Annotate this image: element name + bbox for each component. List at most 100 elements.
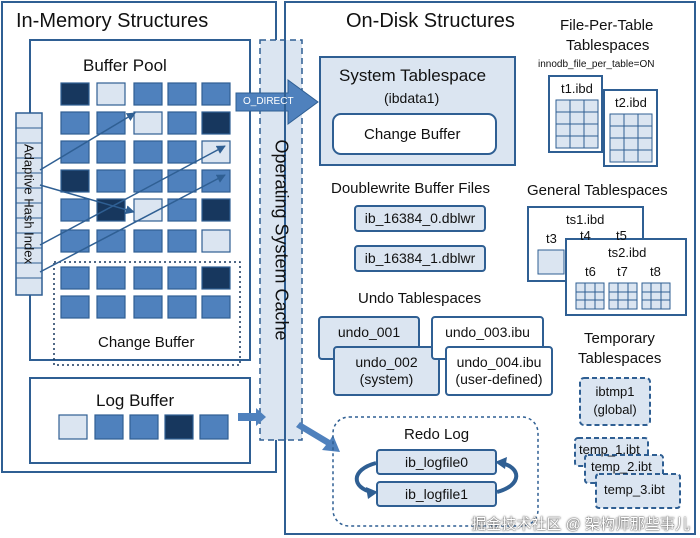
t7-label: t7 (617, 264, 628, 279)
buffer-page (201, 169, 231, 193)
log-buffer-title: Log Buffer (96, 391, 175, 410)
logfile0-box: ib_logfile0 (376, 449, 497, 475)
general-tablespaces-title: General Tablespaces (527, 182, 668, 199)
buffer-page (133, 169, 163, 193)
file-per-table-title-1: File-Per-Table (560, 17, 654, 34)
redo-log-title: Redo Log (404, 426, 470, 443)
log-buffer-pages (58, 414, 229, 440)
buffer-page (133, 111, 163, 135)
log-buffer-page (164, 414, 194, 440)
buffer-page (201, 266, 231, 290)
ibtmp1-box (579, 377, 651, 426)
buffer-page (96, 111, 126, 135)
dblwr-0-file: ib_16384_0.dblwr (354, 205, 486, 232)
buffer-page (133, 295, 163, 319)
buffer-pool-pages (60, 82, 231, 319)
buffer-page (96, 169, 126, 193)
buffer-page (201, 111, 231, 135)
buffer-page (60, 266, 90, 290)
undo-002-label: undo_002 (355, 354, 418, 371)
buffer-page (167, 295, 197, 319)
buffer-page (167, 229, 197, 253)
redo-cycle-arrowhead-right (495, 457, 507, 469)
table-grid-icon (575, 282, 605, 310)
undo-004-sub: (user-defined) (455, 371, 543, 387)
ibdata1-label: (ibdata1) (384, 90, 440, 106)
buffer-page (133, 140, 163, 164)
dblwr-1-file: ib_16384_1.dblwr (354, 245, 486, 272)
ts2-ibd-label: ts2.ibd (608, 245, 647, 260)
buffer-page (167, 198, 197, 222)
os-cache-label: Operating System Cache (271, 139, 292, 341)
innodb-file-per-table-option: innodb_file_per_table=ON (538, 59, 655, 70)
in-memory-title: In-Memory Structures (16, 10, 209, 32)
undo-002-box: undo_002 (system) (333, 346, 440, 396)
on-disk-structures-panel (284, 1, 696, 535)
buffer-page (201, 229, 231, 253)
redo-cycle-arrowhead-left (366, 487, 378, 499)
temp-1-label: temp_1.ibt (579, 442, 640, 457)
buffer-page (201, 295, 231, 319)
disk-change-buffer-box (332, 113, 497, 155)
buffer-page (201, 140, 231, 164)
buffer-page (167, 140, 197, 164)
redo-log-group (332, 416, 539, 527)
file-per-table-files (548, 75, 658, 167)
buffer-page (167, 111, 197, 135)
t1-ibd-label: t1.ibd (561, 81, 593, 96)
memory-change-buffer-region (53, 261, 241, 366)
temp-3-box (595, 473, 681, 509)
table-grid-icon (608, 282, 638, 310)
buffer-page (96, 229, 126, 253)
adaptive-hash-index-label: Adaptive Hash Index (21, 144, 37, 264)
buffer-page (201, 82, 231, 106)
temporary-title-1: Temporary (584, 330, 655, 347)
logfile1-box: ib_logfile1 (376, 481, 497, 507)
buffer-page (60, 82, 90, 106)
buffer-page (60, 169, 90, 193)
t6-label: t6 (585, 264, 596, 279)
t4-label: t4 (580, 228, 591, 243)
doublewrite-title: Doublewrite Buffer Files (331, 180, 490, 197)
buffer-page (201, 198, 231, 222)
buffer-pool-title: Buffer Pool (83, 56, 167, 75)
buffer-page (60, 111, 90, 135)
on-disk-title: On-Disk Structures (346, 10, 515, 32)
buffer-page (133, 229, 163, 253)
memory-change-buffer-label: Change Buffer (98, 334, 195, 351)
temporary-title-2: Tablespaces (578, 350, 662, 367)
buffer-page (60, 140, 90, 164)
undo-004-label: undo_004.ibu (456, 354, 542, 371)
t3-label: t3 (546, 231, 557, 246)
log-buffer-page (94, 414, 124, 440)
undo-002-sub: (system) (359, 371, 414, 387)
watermark: 掘金技术社区 @ 架构师那些事儿 (471, 516, 690, 533)
file-per-table-title-2: Tablespaces (566, 37, 650, 54)
buffer-page (96, 140, 126, 164)
adaptive-hash-index-slots (16, 127, 42, 279)
buffer-page (167, 169, 197, 193)
o-direct-label: O_DIRECT (243, 96, 294, 107)
redo-log-flush-arrow (296, 422, 340, 452)
general-tablespace-files (527, 206, 687, 316)
ibtmp1-sub: (global) (593, 402, 637, 417)
buffer-page (167, 82, 197, 106)
buffer-page (133, 82, 163, 106)
o-direct-arrow (235, 79, 319, 125)
buffer-page (96, 266, 126, 290)
temp-3-label: temp_3.ibt (604, 482, 665, 497)
buffer-page (133, 266, 163, 290)
buffer-page (96, 295, 126, 319)
temp-2-label: temp_2.ibt (591, 459, 652, 474)
log-buffer-page (129, 414, 159, 440)
log-buffer-flush-arrow (238, 408, 266, 426)
buffer-page (167, 266, 197, 290)
buffer-page (96, 82, 126, 106)
ibtmp1-label: ibtmp1 (595, 384, 635, 399)
disk-change-buffer-label: Change Buffer (364, 126, 461, 143)
t8-label: t8 (650, 264, 661, 279)
buffer-page (60, 198, 90, 222)
hash-pointer-arrows (39, 112, 226, 273)
ts1-ibd-label: ts1.ibd (566, 212, 605, 227)
